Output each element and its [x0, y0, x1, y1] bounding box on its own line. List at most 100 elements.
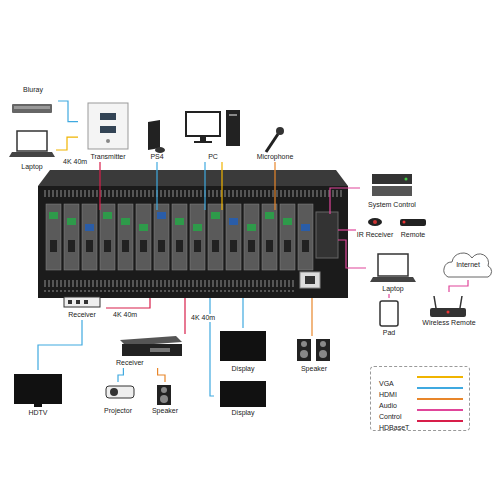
legend-text: HDBaseT — [379, 424, 409, 431]
cable-connector — [118, 368, 123, 382]
laptop-icon — [9, 131, 55, 157]
device-label: Remote — [396, 231, 430, 239]
tablet-icon — [380, 301, 398, 326]
server-icon — [372, 186, 412, 196]
device-node: Display — [214, 378, 272, 418]
legend-swatch — [417, 420, 463, 422]
legend-swatch — [417, 387, 463, 389]
cable-connector — [38, 320, 82, 370]
receiver-icon — [64, 297, 100, 307]
speaker-icon — [160, 395, 168, 403]
device-node: Display — [214, 328, 272, 374]
io-cards — [247, 224, 256, 231]
cable-connector — [449, 280, 468, 292]
io-cards — [46, 204, 313, 270]
device-node: System Control — [360, 170, 424, 210]
device-node: PS4 — [140, 118, 174, 162]
vents — [44, 280, 294, 292]
microphone-icon — [266, 127, 284, 152]
ps4-icon — [155, 147, 165, 153]
device-label: Internet — [440, 261, 496, 269]
ir-receiver-icon — [368, 218, 382, 226]
laptop-icon — [370, 254, 416, 282]
io-cards — [175, 218, 184, 225]
pc-icon — [226, 110, 240, 146]
cable-length-label: 4K 40m — [190, 314, 216, 322]
io-cards — [280, 204, 295, 270]
vents — [44, 190, 342, 198]
receiver-icon — [150, 348, 170, 352]
laptop-icon — [17, 131, 47, 151]
speaker-icon — [319, 350, 327, 358]
pc-icon — [194, 141, 212, 143]
io-cards — [212, 240, 219, 252]
legend-swatch — [417, 376, 463, 378]
display-icon — [220, 331, 266, 361]
receiver-icon — [68, 300, 72, 304]
device-node: PC — [182, 106, 244, 162]
cable-connector — [56, 137, 78, 150]
speaker-icon — [161, 387, 167, 393]
server-icon — [372, 174, 412, 196]
cable-connector — [38, 320, 82, 370]
device-label: Speaker — [292, 365, 336, 373]
speaker-icon — [301, 341, 307, 347]
wires — [274, 162, 275, 210]
tv-icon — [14, 374, 62, 404]
io-cards — [50, 240, 57, 252]
projector-icon — [106, 386, 134, 398]
device-label: Speaker — [148, 407, 182, 415]
router-icon — [447, 311, 450, 314]
server-icon — [372, 174, 412, 184]
wires — [388, 294, 389, 298]
io-cards — [158, 240, 165, 252]
pc-icon — [229, 114, 237, 116]
io-cards — [86, 240, 93, 252]
device-label: IR Receiver — [355, 231, 396, 239]
server-icon — [405, 178, 408, 181]
ps4-icon — [148, 120, 160, 150]
pc-icon — [186, 112, 220, 136]
pc-icon — [186, 110, 240, 146]
display-icon — [220, 381, 266, 407]
io-cards — [136, 204, 151, 270]
io-cards — [140, 240, 147, 252]
io-cards — [298, 204, 313, 270]
device-node: IR Receiver — [355, 216, 396, 240]
io-cards — [211, 212, 220, 219]
device-node: Pad — [372, 298, 406, 338]
device-label: Bluray — [8, 86, 58, 94]
laptop-icon — [9, 152, 55, 157]
microphone-icon — [266, 134, 278, 152]
io-cards — [154, 204, 169, 270]
projector-icon — [106, 386, 134, 398]
device-label: Microphone — [250, 153, 300, 161]
io-cards — [208, 204, 223, 270]
io-cards — [118, 204, 133, 270]
wallplate-icon — [88, 103, 128, 149]
wires — [221, 162, 222, 210]
speaker-icon — [300, 350, 308, 358]
io-cards — [46, 204, 61, 270]
legend-swatch — [417, 409, 463, 411]
io-cards — [193, 224, 202, 231]
cable-connector — [158, 368, 165, 382]
cable-connector — [158, 368, 165, 382]
speaker-icon — [320, 341, 326, 347]
wires — [99, 162, 100, 210]
device-label: Projector — [96, 407, 140, 415]
io-cards — [301, 224, 310, 231]
cable-connector — [118, 368, 123, 382]
bluray-icon — [12, 104, 52, 113]
io-cards — [190, 204, 205, 270]
wallplate-icon — [88, 103, 128, 149]
legend-text: VGA — [379, 380, 394, 387]
device-label: Receiver — [58, 311, 106, 319]
device-label: Display — [214, 409, 272, 417]
device-label: Laptop — [8, 163, 56, 171]
io-cards — [262, 204, 277, 270]
speaker-icon — [316, 339, 330, 361]
cable-connector — [58, 101, 78, 122]
power-socket — [305, 276, 315, 284]
device-node: HDTV — [10, 370, 66, 418]
